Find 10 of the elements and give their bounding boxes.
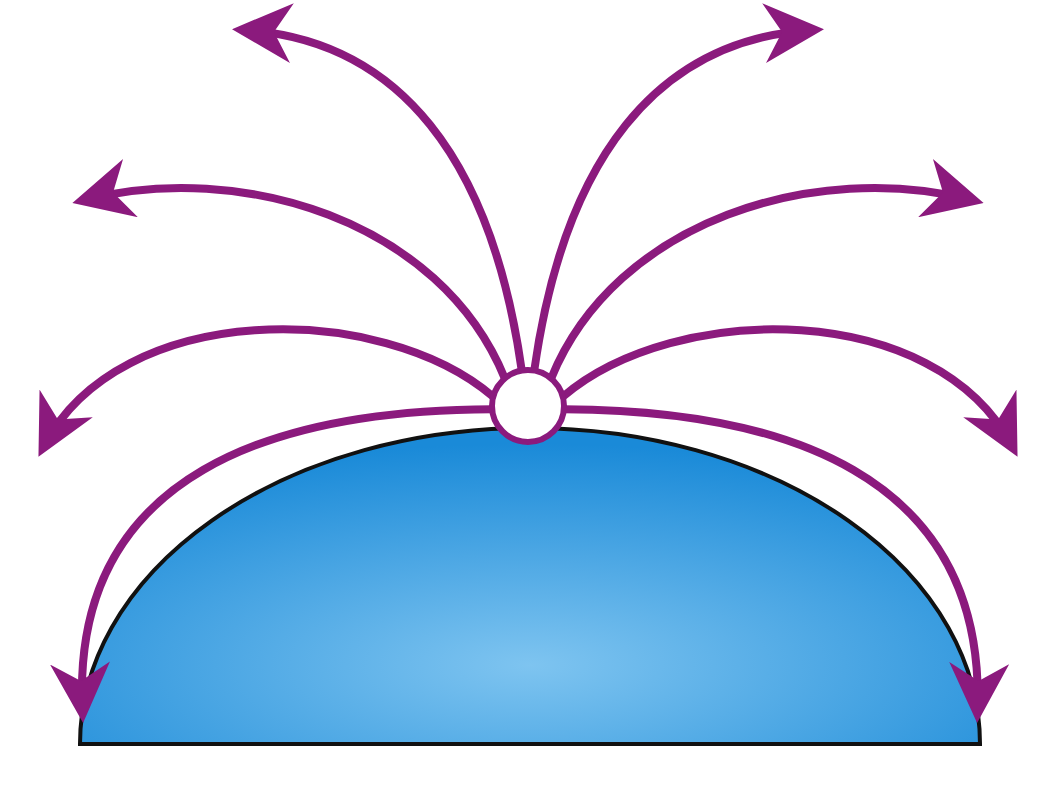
arrow — [560, 325, 1019, 456]
arrow — [72, 161, 509, 381]
hemisphere — [78, 426, 982, 746]
small-circle — [489, 367, 567, 445]
arrow — [53, 405, 493, 723]
arrow — [563, 405, 1006, 723]
arrow — [530, 6, 824, 372]
arrow — [232, 6, 526, 372]
arrow — [37, 325, 496, 456]
arrow — [547, 161, 984, 381]
